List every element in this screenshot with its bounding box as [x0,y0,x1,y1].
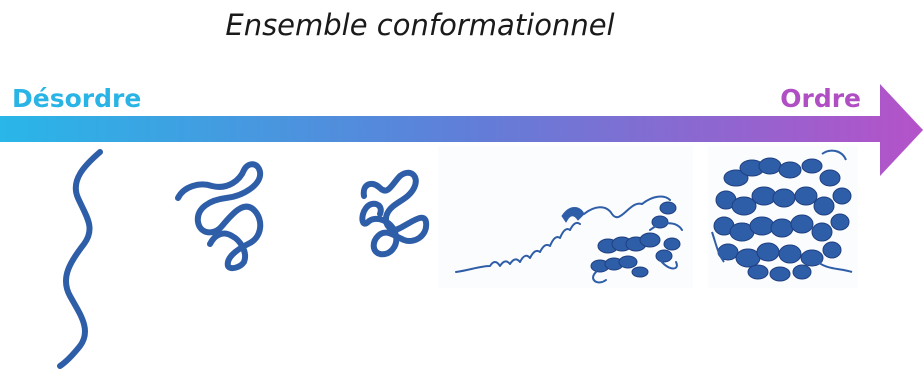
partially-folded-protein [455,195,683,284]
folded-protein [711,149,853,282]
extended-chain [57,149,103,369]
diagram-title: Ensemble conformationnel [225,8,615,42]
disorder-order-arrow [0,84,923,176]
loose-coil [175,161,264,272]
order-label: Ordre [780,84,861,113]
disorder-label: Désordre [12,84,142,113]
compact-coil [359,169,430,258]
